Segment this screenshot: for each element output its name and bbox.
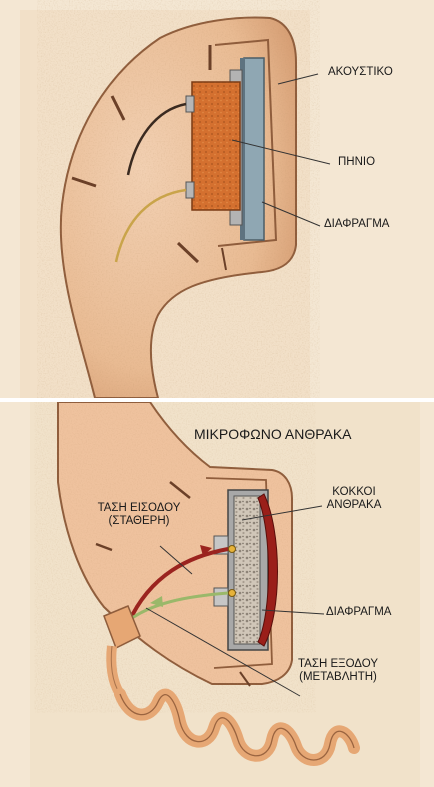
- label-microphone-title: ΜΙΚΡΟΦΩΝΟ ΑΝΘΡΑΚΑ: [194, 426, 352, 442]
- earpiece-illustration: [0, 0, 434, 398]
- carbon-granules: [234, 496, 260, 644]
- label-input-voltage-note: (ΣΤΑΘΕΡΗ): [72, 515, 206, 528]
- microphone-illustration: [0, 402, 434, 787]
- coil: [192, 82, 240, 210]
- label-coil: ΠΗΝΙΟ: [338, 156, 375, 169]
- label-carbon-granules-line2: ΑΝΘΡΑΚΑ: [306, 499, 402, 512]
- earpiece-panel: ΑΚΟΥΣΤΙΚΟ ΠΗΝΙΟ ΔΙΑΦΡΑΓΜΑ: [0, 0, 434, 398]
- label-diaphragm-bottom: ΔΙΑΦΡΑΓΜΑ: [326, 606, 391, 619]
- label-earpiece: ΑΚΟΥΣΤΙΚΟ: [328, 66, 393, 79]
- microphone-panel: ΜΙΚΡΟΦΩΝΟ ΑΝΘΡΑΚΑ ΤΑΣΗ ΕΙΣΟΔΟΥ (ΣΤΑΘΕΡΗ)…: [0, 402, 434, 787]
- label-output-voltage-text: ΤΑΣΗ ΕΞΟΔΟΥ: [280, 658, 396, 671]
- label-output-voltage: ΤΑΣΗ ΕΞΟΔΟΥ (ΜΕΤΑΒΛΗΤΗ): [280, 658, 396, 684]
- label-diaphragm-top: ΔΙΑΦΡΑΓΜΑ: [324, 218, 389, 231]
- label-carbon-granules: ΚΟΚΚΟΙ ΑΝΘΡΑΚΑ: [306, 486, 402, 512]
- label-input-voltage: ΤΑΣΗ ΕΙΣΟΔΟΥ (ΣΤΑΘΕΡΗ): [72, 502, 206, 528]
- label-output-voltage-note: (ΜΕΤΑΒΛΗΤΗ): [280, 671, 396, 684]
- label-input-voltage-text: ΤΑΣΗ ΕΙΣΟΔΟΥ: [72, 502, 206, 515]
- earpiece-diaphragm: [244, 58, 264, 240]
- label-carbon-granules-line1: ΚΟΚΚΟΙ: [306, 486, 402, 499]
